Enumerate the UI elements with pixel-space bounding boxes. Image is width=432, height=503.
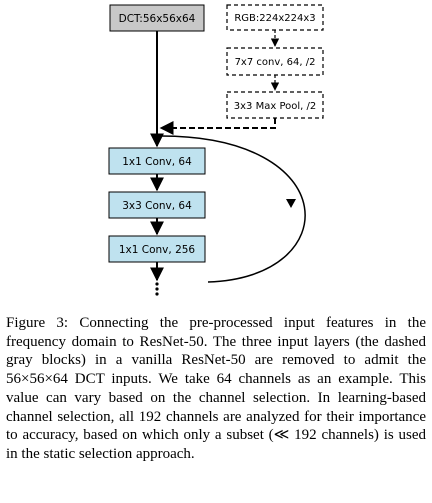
dct-input-block [109,4,205,32]
block-conv3x3-64 [108,191,206,219]
removed-rgb-label: RGB:224x224x3 [234,13,315,24]
continuation-dot [155,292,159,296]
dct-input-label: DCT:56x56x64 [119,13,196,25]
block-conv1x1-256-label: 1x1 Conv, 256 [119,244,196,256]
block-conv3x3-64-label: 3x3 Conv, 64 [122,200,192,212]
removed-conv7-block [226,47,324,76]
skip-connection-arc [156,135,306,283]
removed-conv7-label: 7x7 conv, 64, /2 [235,57,316,68]
removed-maxpool-label: 3x3 Max Pool, /2 [234,101,316,112]
skip-connection-arrowhead [286,199,296,208]
continuation-dot [155,287,159,291]
block-conv1x1-64-label: 1x1 Conv, 64 [122,156,192,168]
block-conv1x1-256 [108,235,206,263]
removed-rgb-block [226,4,324,31]
block-conv1x1-64 [108,147,206,175]
figure-caption: Figure 3: Connecting the pre-processed i… [6,315,426,462]
removed-maxpool-block [226,91,324,119]
continuation-dot [155,282,159,286]
removed-path-connector [159,118,276,135]
